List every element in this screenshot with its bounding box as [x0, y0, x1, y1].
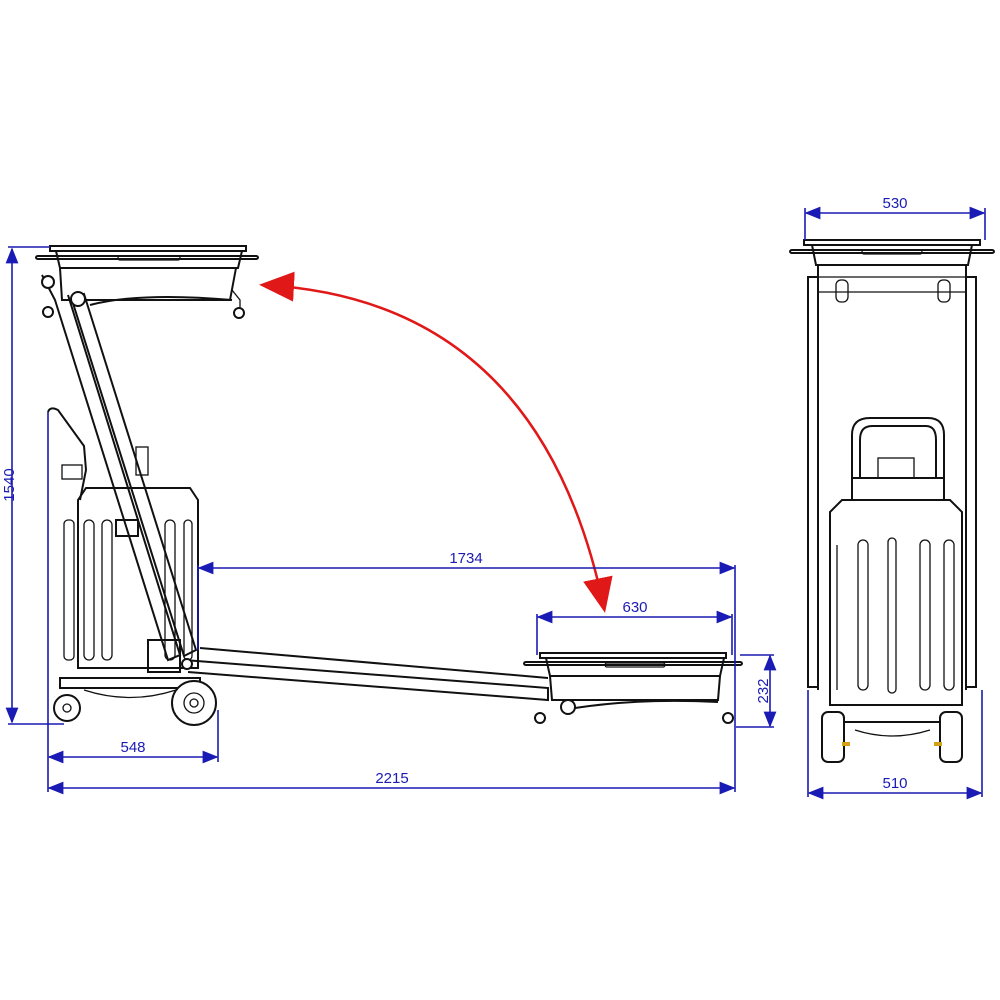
oil-tank	[47, 407, 199, 673]
front-top-width-label: 530	[882, 195, 907, 212]
total-length-label: 2215	[375, 770, 408, 787]
tray-swing-arrow	[259, 271, 613, 613]
total-height-label: 1540	[1, 468, 18, 501]
tray-low-height-label: 232	[755, 678, 772, 703]
tray-width-label: 630	[622, 599, 647, 616]
dimension-front-base-width: 510	[807, 690, 983, 800]
raised-tray	[35, 245, 259, 319]
dimension-base-width: 548	[47, 412, 219, 792]
dimension-front-top-width: 530	[804, 195, 986, 240]
dimension-total-length: 2215	[47, 565, 736, 795]
base-wheels	[53, 658, 217, 726]
lowered-tray	[523, 652, 743, 724]
front-view-cart	[789, 239, 995, 763]
side-view-cart	[35, 245, 743, 726]
dimension-total-height: 1540	[1, 246, 64, 725]
base-width-label: 548	[120, 739, 145, 756]
arm-reach-label: 1734	[449, 550, 482, 567]
front-base-width-label: 510	[882, 775, 907, 792]
dimension-arm-reach: 1734	[197, 550, 736, 650]
dimension-tray-low-height: 232	[736, 654, 777, 728]
dimension-tray-width: 630	[536, 599, 733, 655]
